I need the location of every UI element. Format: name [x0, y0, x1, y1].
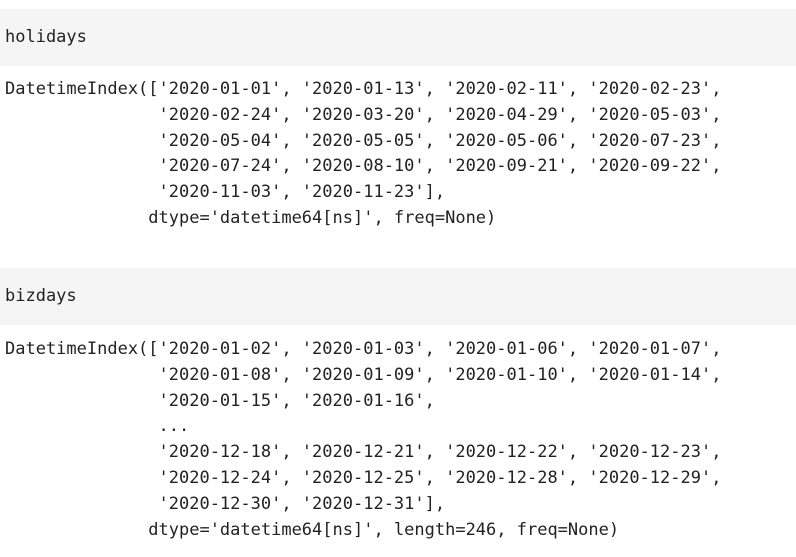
- code-cell-input-bizdays[interactable]: bizdays: [0, 268, 796, 325]
- code-cell-output-bizdays: DatetimeIndex(['2020-01-02', '2020-01-03…: [0, 337, 796, 543]
- code-cell-output-holidays: DatetimeIndex(['2020-01-01', '2020-01-13…: [0, 77, 796, 232]
- cell-input-code[interactable]: holidays: [5, 27, 87, 47]
- code-cell-input-holidays[interactable]: holidays: [0, 9, 796, 66]
- cell-input-code[interactable]: bizdays: [5, 286, 77, 306]
- cell-output-text: DatetimeIndex(['2020-01-02', '2020-01-03…: [5, 339, 722, 540]
- cell-output-text: DatetimeIndex(['2020-01-01', '2020-01-13…: [5, 79, 722, 228]
